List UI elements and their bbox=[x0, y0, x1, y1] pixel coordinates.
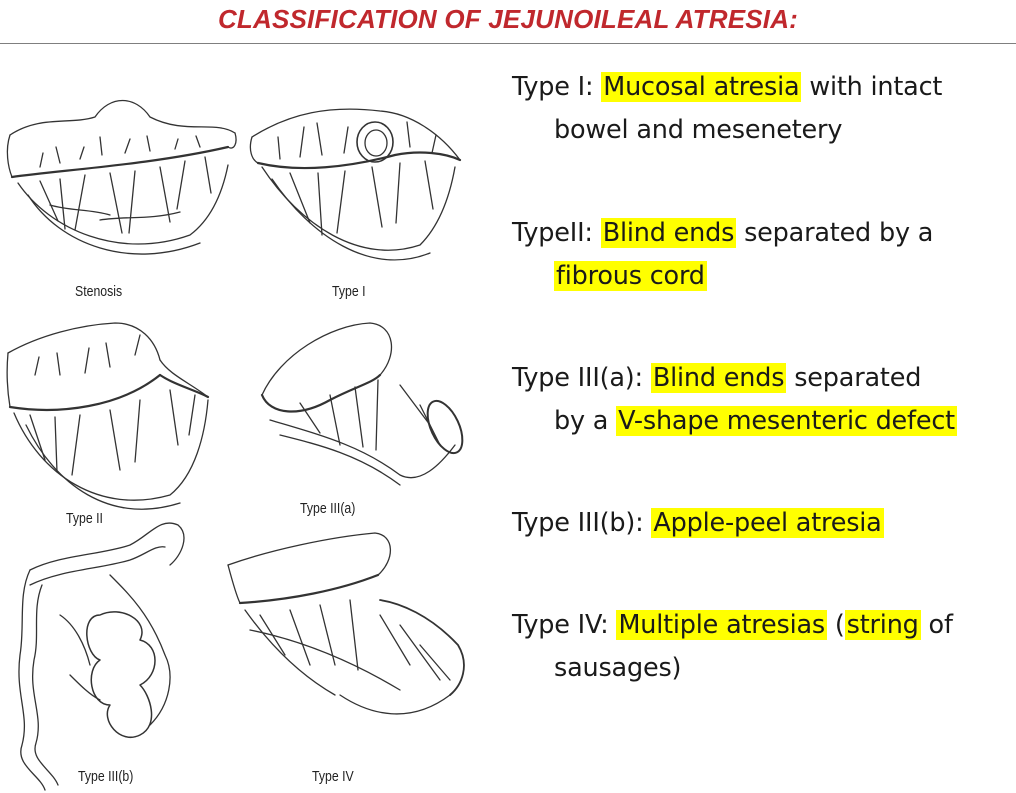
type-iii-b-drawing bbox=[18, 522, 185, 791]
type-iii-a-text: separated bbox=[786, 363, 922, 393]
type-iii-a-drawing bbox=[260, 322, 464, 486]
type-iv-highlight: Multiple atresias bbox=[616, 610, 827, 640]
type-ii-drawing bbox=[6, 322, 210, 510]
type-iii-a-line2-highlight: V-shape mesenteric defect bbox=[616, 406, 957, 436]
type-i-line2: bowel and mesenetery bbox=[554, 115, 843, 145]
type-i-drawing bbox=[249, 108, 462, 261]
atresia-illustration: Stenosis Type I Type II Type III(a) Type… bbox=[0, 55, 490, 793]
type-iii-a-highlight: Blind ends bbox=[650, 363, 787, 393]
type-i-highlight: Mucosal atresia bbox=[601, 72, 802, 102]
caption-type-iii-a: Type III(a) bbox=[300, 500, 356, 517]
title-divider bbox=[0, 43, 1016, 44]
type-ii-line2-highlight: fibrous cord bbox=[554, 261, 707, 291]
stenosis-drawing bbox=[6, 100, 237, 255]
type-ii-text: separated by a bbox=[736, 218, 934, 248]
type-iii-b-highlight: Apple-peel atresia bbox=[651, 508, 884, 538]
caption-type-iii-b: Type III(b) bbox=[78, 768, 134, 785]
type-i-entry: Type I: Mucosal atresia with intact bowe… bbox=[512, 66, 1012, 152]
caption-type-i: Type I bbox=[332, 283, 366, 300]
type-iii-a-entry: Type III(a): Blind ends separated by a V… bbox=[512, 357, 1012, 443]
page-title: CLASSIFICATION OF JEJUNOILEAL ATRESIA: bbox=[217, 4, 799, 34]
caption-type-ii: Type II bbox=[66, 510, 103, 527]
caption-type-iv: Type IV bbox=[312, 768, 354, 785]
type-i-label: Type I: bbox=[512, 72, 602, 102]
type-iv-paren: ( bbox=[826, 610, 845, 640]
type-iv-text: of bbox=[920, 610, 953, 640]
caption-stenosis: Stenosis bbox=[75, 283, 123, 300]
type-iv-drawing bbox=[227, 532, 465, 715]
type-iv-line2: sausages) bbox=[554, 653, 682, 683]
type-ii-label: TypeII: bbox=[512, 218, 601, 248]
type-iv-entry: Type IV: Multiple atresias (string of sa… bbox=[512, 604, 1012, 690]
type-iv-label: Type IV: bbox=[512, 610, 617, 640]
type-iii-a-label: Type III(a): bbox=[512, 363, 651, 393]
type-iii-b-entry: Type III(b): Apple-peel atresia bbox=[512, 502, 1012, 545]
type-ii-entry: TypeII: Blind ends separated by a fibrou… bbox=[512, 212, 1012, 298]
atresia-drawings bbox=[6, 100, 465, 791]
type-iii-a-line2-pre: by a bbox=[554, 406, 617, 436]
type-iii-b-label: Type III(b): bbox=[512, 508, 652, 538]
type-iv-highlight2: string bbox=[844, 610, 921, 640]
type-ii-highlight: Blind ends bbox=[600, 218, 737, 248]
type-i-text: with intact bbox=[801, 72, 943, 102]
